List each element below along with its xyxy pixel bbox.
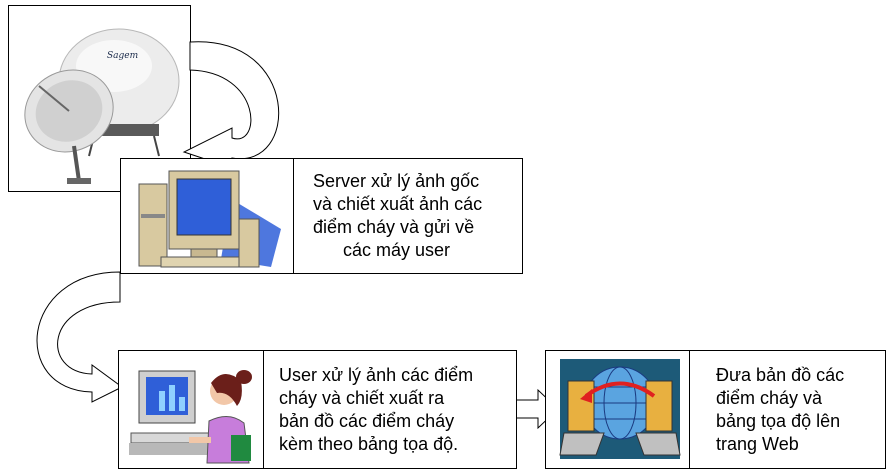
satellite-dish-icon: Sagem [24,28,180,184]
web-description: Đưa bản đồ các điểm cháy và bảng tọa độ … [716,364,881,456]
user-line-2: cháy và chiết xuất ra [279,388,445,408]
user-line-1: User xử lý ảnh các điểm [279,365,474,385]
globe-network-icon [559,359,681,459]
satellite-logo-text: Sagem [107,51,138,61]
user-at-computer-icon [129,370,252,464]
curved-arrow-server-to-user [36,271,123,403]
server-line-3: điểm cháy và gửi về [313,217,475,237]
user-divider [263,351,264,468]
user-step-box: User xử lý ảnh các điểm cháy và chiết xu… [118,350,517,469]
user-line-3: bản đồ các điểm cháy [279,411,455,431]
server-line-1: Server xử lý ảnh gốc [313,171,480,191]
user-line-4: kèm theo bảng tọa độ. [279,434,459,454]
web-line-3: bảng tọa độ lên [716,411,841,431]
server-divider [293,159,294,273]
curved-arrow-satellite-to-server [182,41,280,169]
computer-icon [138,170,281,268]
server-description: Server xử lý ảnh gốc và chiết xuất ảnh c… [313,170,513,262]
web-divider [689,351,690,468]
user-image [119,351,263,468]
web-image [546,351,689,468]
web-line-1: Đưa bản đồ các [716,365,845,385]
web-line-2: điểm cháy và [716,388,823,408]
web-step-box: Đưa bản đồ các điểm cháy và bảng tọa độ … [545,350,886,469]
server-step-box: Server xử lý ảnh gốc và chiết xuất ảnh c… [120,158,523,274]
satellite-image-box: Sagem [8,5,191,192]
server-image [121,159,293,273]
web-line-4: trang Web [716,434,799,454]
user-description: User xử lý ảnh các điểm cháy và chiết xu… [279,364,514,456]
server-line-2: và chiết xuất ảnh các [313,194,483,214]
server-line-4: các máy user [343,240,451,260]
